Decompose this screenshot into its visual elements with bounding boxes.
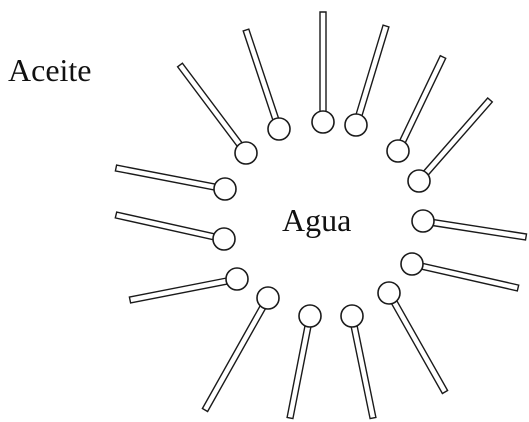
- hydrophilic-head: [377, 281, 401, 305]
- water-label: Agua: [282, 202, 352, 238]
- hydrophilic-head: [344, 113, 368, 137]
- hydrophobic-tail: [398, 54, 447, 145]
- phospholipid-molecule: [407, 97, 494, 193]
- hydrophobic-tail: [176, 62, 244, 148]
- hydrophilic-head: [411, 209, 435, 233]
- hydrophilic-head: [386, 139, 410, 163]
- hydrophobic-tail: [422, 97, 494, 177]
- phospholipid-molecule: [201, 286, 280, 413]
- hydrophilic-head: [267, 117, 291, 141]
- hydrophilic-head: [400, 252, 424, 276]
- phospholipid-molecule: [311, 11, 335, 134]
- hydrophobic-tail: [286, 324, 312, 420]
- phospholipid-molecule: [344, 24, 390, 137]
- hydrophilic-head: [407, 169, 431, 193]
- hydrophobic-tail: [201, 304, 267, 413]
- hydrophilic-head: [340, 304, 364, 328]
- phospholipid-molecule: [377, 281, 449, 395]
- phospholipid-molecule: [411, 209, 528, 241]
- hydrophobic-tail: [355, 24, 390, 118]
- hydrophobic-tail: [128, 277, 229, 304]
- oil-label: Aceite: [8, 52, 92, 88]
- hydrophobic-tail: [114, 211, 216, 241]
- phospholipid-molecule: [286, 304, 322, 420]
- phospholipid-molecule: [114, 164, 237, 201]
- phospholipid-molecule: [242, 28, 291, 141]
- hydrophobic-tail: [242, 28, 280, 122]
- phospholipid-molecule: [128, 267, 249, 304]
- hydrophobic-tail: [114, 164, 217, 191]
- hydrophobic-tail: [350, 324, 377, 420]
- phospholipid-molecule: [386, 54, 447, 163]
- hydrophilic-head: [213, 177, 237, 201]
- hydrophobic-tail: [319, 11, 327, 113]
- phospholipid-molecule: [340, 304, 377, 420]
- hydrophilic-head: [234, 141, 258, 165]
- hydrophilic-head: [212, 227, 236, 251]
- hydrophilic-head: [311, 110, 335, 134]
- phospholipid-molecule: [114, 211, 236, 251]
- hydrophilic-head: [225, 267, 249, 291]
- hydrophilic-head: [298, 304, 322, 328]
- phospholipid-molecule: [176, 62, 258, 165]
- hydrophobic-tail: [420, 262, 520, 292]
- phospholipid-molecule: [400, 252, 520, 292]
- hydrophobic-tail: [390, 299, 449, 395]
- hydrophobic-tail: [431, 218, 528, 241]
- hydrophilic-head: [256, 286, 280, 310]
